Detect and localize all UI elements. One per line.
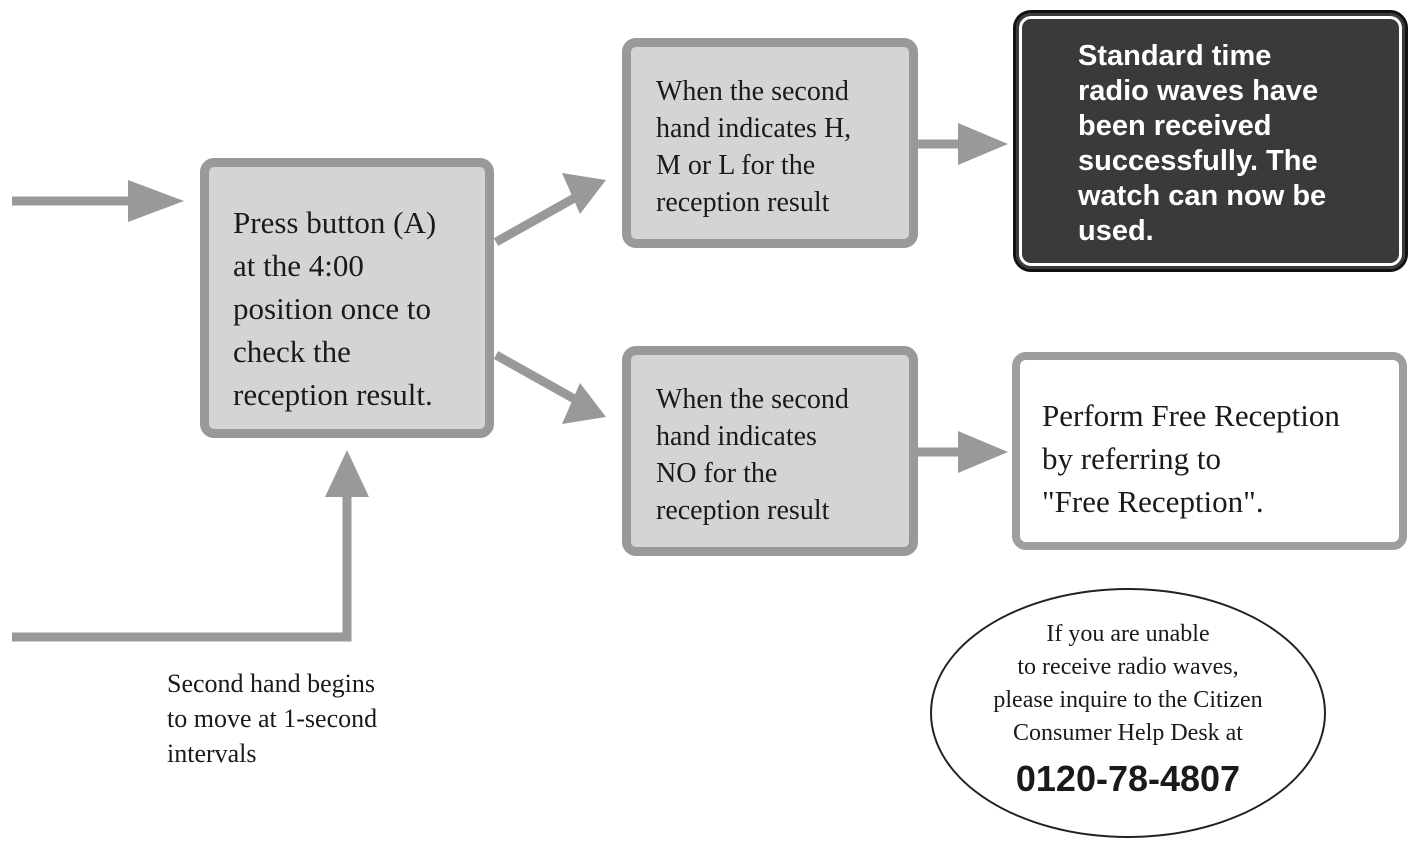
arrow-into-press-box [12,180,184,222]
arrow-to-success-box [918,123,1008,165]
press-button-step-box: Press button (A) at the 4:00 position on… [200,158,494,438]
arrow-to-hml-box [493,173,606,246]
success-box: Standard time radio waves have been rece… [1013,10,1408,272]
help-desk-text: If you are unable to receive radio waves… [993,621,1263,746]
arrow-up-from-second-hand [12,450,369,642]
press-button-step-text: Press button (A) at the 4:00 position on… [233,205,437,412]
success-text: Standard time radio waves have been rece… [1078,40,1327,247]
arrow-to-no-box [493,351,606,424]
second-hand-note: Second hand begins to move at 1-second i… [167,669,378,768]
hml-result-box: When the second hand indicates H, M or L… [622,38,918,248]
no-result-text: When the second hand indicates NO for th… [656,384,849,526]
help-desk-phone: 0120-78-4807 [1015,758,1241,799]
no-result-box: When the second hand indicates NO for th… [622,346,918,556]
arrow-to-free-box [918,431,1008,473]
hml-result-text: When the second hand indicates H, M or L… [656,76,852,218]
free-reception-text: Perform Free Reception by referring to "… [1042,398,1340,519]
free-reception-box: Perform Free Reception by referring to "… [1012,352,1407,550]
help-desk-oval: If you are unable to receive radio waves… [930,588,1326,838]
